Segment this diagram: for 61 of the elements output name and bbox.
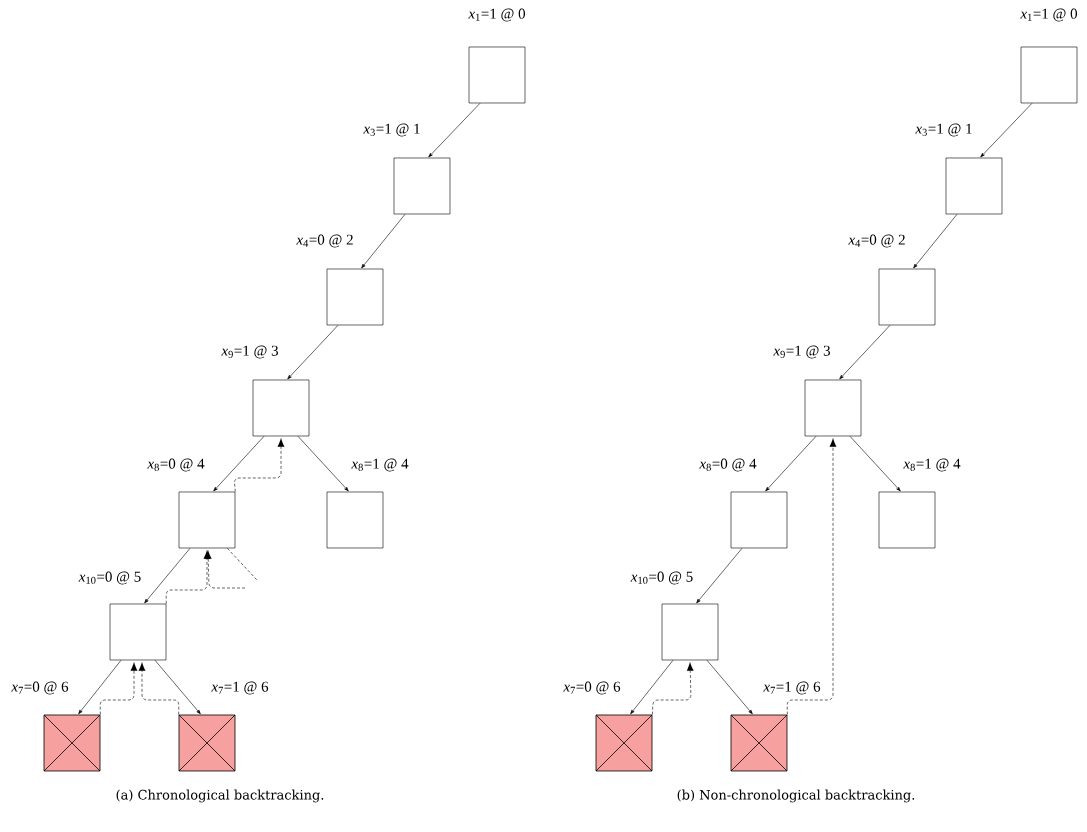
node-box bbox=[326, 491, 384, 549]
node-box bbox=[804, 379, 862, 437]
edge-label: x$_{7}$=1 @ 6 bbox=[762, 680, 822, 696]
edge-label: x$_{3}$=1 @ 1 bbox=[362, 122, 422, 138]
node-box bbox=[109, 603, 167, 661]
edge-label: x$_{8}$=1 @ 4 bbox=[350, 457, 410, 473]
edge-label: x$_{10}$=0 @ 5 bbox=[77, 570, 143, 586]
edge-label: x$_{9}$=1 @ 3 bbox=[772, 344, 832, 360]
backtrack-arrow bbox=[138, 661, 180, 715]
edge-label: x$_{7}$=0 @ 6 bbox=[562, 680, 622, 696]
edge-label: x$_{8}$=0 @ 4 bbox=[146, 457, 206, 473]
conflict-box bbox=[730, 714, 788, 772]
node-box bbox=[1020, 46, 1078, 104]
caption: (b) Non-chronological backtracking. bbox=[677, 789, 915, 803]
edge-label: x$_{10}$=0 @ 5 bbox=[629, 570, 695, 586]
edge-label: x$_{4}$=0 @ 2 bbox=[295, 233, 355, 249]
backtrack-arrow bbox=[204, 549, 246, 589]
conflict-box bbox=[178, 714, 236, 772]
arrow bbox=[287, 325, 339, 380]
node-box bbox=[393, 157, 451, 215]
arrow bbox=[78, 660, 122, 715]
edge-label: x$_{8}$=1 @ 4 bbox=[902, 457, 962, 473]
backtrack-arrow bbox=[786, 437, 837, 715]
node-box bbox=[252, 379, 310, 437]
node-box bbox=[468, 46, 526, 104]
arrow bbox=[361, 214, 406, 269]
arrow bbox=[706, 660, 753, 715]
node-box bbox=[878, 268, 936, 326]
edge-label: x$_{7}$=1 @ 6 bbox=[210, 680, 270, 696]
conflict-box bbox=[43, 714, 101, 772]
node-label: x$_{1}$=1 @ 0 bbox=[1020, 8, 1078, 22]
edge-label: x$_{4}$=0 @ 2 bbox=[847, 233, 907, 249]
node-box bbox=[730, 491, 788, 549]
node-label: x$_{1}$=1 @ 0 bbox=[468, 8, 526, 22]
arrow bbox=[630, 660, 674, 715]
arrow bbox=[696, 548, 743, 604]
node-box bbox=[878, 491, 936, 549]
arrow bbox=[144, 548, 191, 604]
arrow bbox=[849, 436, 901, 492]
arrow bbox=[765, 436, 817, 492]
node-box bbox=[326, 268, 384, 326]
line bbox=[227, 548, 258, 581]
edge-label: x$_{8}$=0 @ 4 bbox=[698, 457, 758, 473]
backtrack-arrow bbox=[99, 661, 138, 715]
edge-label: x$_{3}$=1 @ 1 bbox=[914, 122, 974, 138]
edge-label: x$_{7}$=0 @ 6 bbox=[10, 680, 70, 696]
node-box bbox=[661, 603, 719, 661]
edge-label: x$_{9}$=1 @ 3 bbox=[220, 344, 280, 360]
arrow bbox=[980, 103, 1033, 158]
arrow bbox=[154, 660, 201, 715]
conflict-box bbox=[595, 714, 653, 772]
backtrack-arrow bbox=[652, 661, 694, 715]
arrow bbox=[913, 214, 958, 269]
arrow bbox=[839, 325, 891, 380]
caption: (a) Chronological backtracking. bbox=[116, 789, 324, 803]
node-box bbox=[178, 491, 236, 549]
arrow bbox=[297, 436, 349, 492]
node-box bbox=[945, 157, 1003, 215]
backtrack-arrow bbox=[234, 437, 285, 492]
arrow bbox=[213, 436, 265, 492]
arrow bbox=[428, 103, 481, 158]
